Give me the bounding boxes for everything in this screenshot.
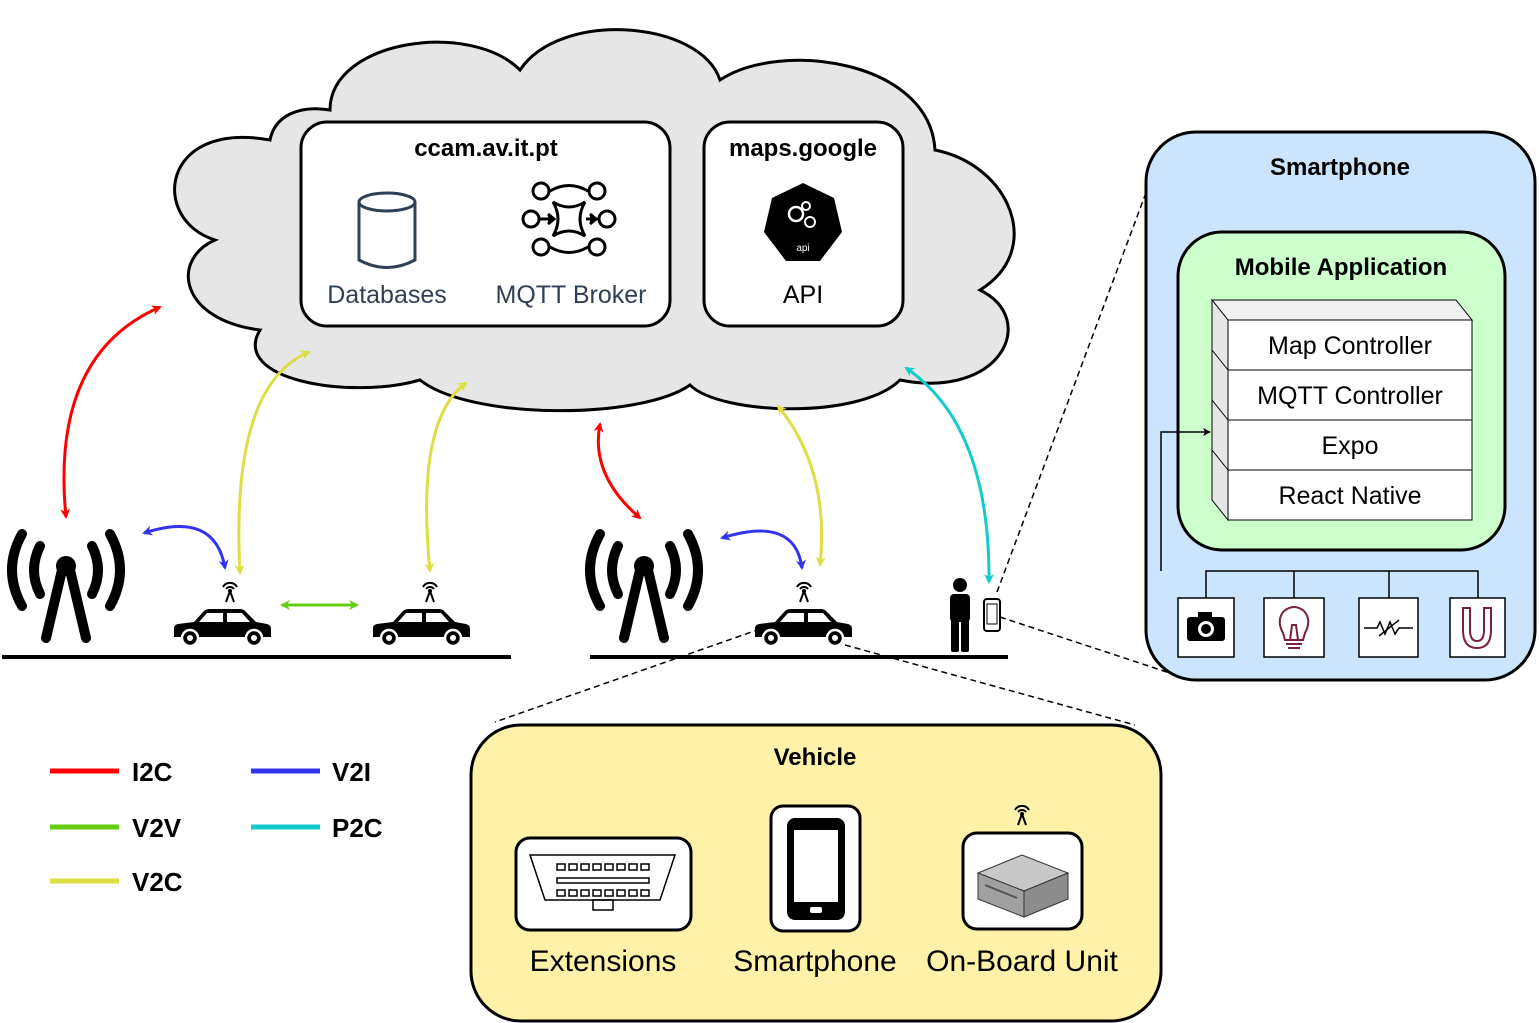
obu-label: On-Board Unit (926, 945, 1118, 978)
v2c-arrow-1 (234, 350, 311, 575)
app-layer-stack (1210, 298, 1474, 522)
zoom-line-phone-bottom (999, 616, 1186, 679)
v2c-arrow-2 (424, 381, 468, 573)
pedestrian-icon (950, 578, 970, 652)
car-antenna-icon-3 (796, 581, 812, 603)
legend-label-v2v: V2V (132, 813, 182, 843)
vehicle-panel-title: Vehicle (774, 744, 857, 771)
zoom-line-phone-top (996, 189, 1148, 593)
v2i-arrow-right (720, 529, 806, 570)
legend: I2C V2I V2V P2C V2C (50, 757, 383, 897)
extensions-label: Extensions (530, 945, 677, 978)
sensor-bus (1160, 428, 1479, 598)
obu-device-icon (976, 854, 1070, 918)
legend-label-i2c: I2C (132, 757, 173, 787)
databases-label: Databases (327, 281, 447, 309)
smartphone-panel-title: Smartphone (1270, 154, 1410, 181)
car-icon-1 (172, 607, 273, 647)
i2c-arrow-left (60, 305, 162, 519)
legend-label-p2c: P2C (332, 813, 383, 843)
ccam-server-box (299, 120, 672, 328)
mqtt-broker-icon (521, 181, 617, 257)
mobile-app-title: Mobile Application (1235, 254, 1447, 281)
extensions-box (514, 836, 693, 932)
ccam-title: ccam.av.it.pt (414, 135, 558, 162)
phone-icon-small (983, 598, 1001, 632)
layer-mqtt-controller: MQTT Controller (1257, 382, 1443, 410)
legend-label-v2c: V2C (132, 867, 183, 897)
car-icon-3 (753, 607, 854, 647)
obd-port-icon (528, 854, 677, 911)
layer-map-controller: Map Controller (1268, 332, 1432, 360)
camera-icon (1187, 612, 1225, 641)
magnet-icon (1462, 607, 1492, 650)
api-icon: api (764, 183, 842, 261)
cell-tower-icon-left (12, 534, 120, 638)
car-antenna-icon-2 (422, 581, 438, 603)
database-icon (357, 191, 417, 269)
vehicle-smartphone-label: Smartphone (733, 945, 896, 978)
maps-google-title: maps.google (729, 135, 877, 162)
car-icon-2 (371, 607, 472, 647)
smartphone-icon (787, 818, 845, 920)
v2i-arrow-left (142, 524, 229, 570)
api-label: API (783, 281, 823, 309)
cell-tower-icon-right (590, 534, 698, 638)
zoom-line-car-right (844, 644, 1136, 726)
resistor-icon (1364, 619, 1413, 637)
api-badge-text: api (796, 243, 809, 254)
zoom-line-car-left (494, 628, 761, 723)
p2c-arrow (904, 366, 995, 584)
v2c-arrow-3 (776, 404, 826, 567)
mqtt-broker-label: MQTT Broker (496, 281, 647, 309)
car-antenna-icon-1 (222, 581, 238, 603)
i2c-arrow-right (593, 422, 642, 520)
lightbulb-icon (1278, 606, 1310, 649)
legend-label-v2i: V2I (332, 757, 371, 787)
layer-expo: Expo (1322, 432, 1379, 460)
layer-react-native: React Native (1278, 482, 1421, 510)
